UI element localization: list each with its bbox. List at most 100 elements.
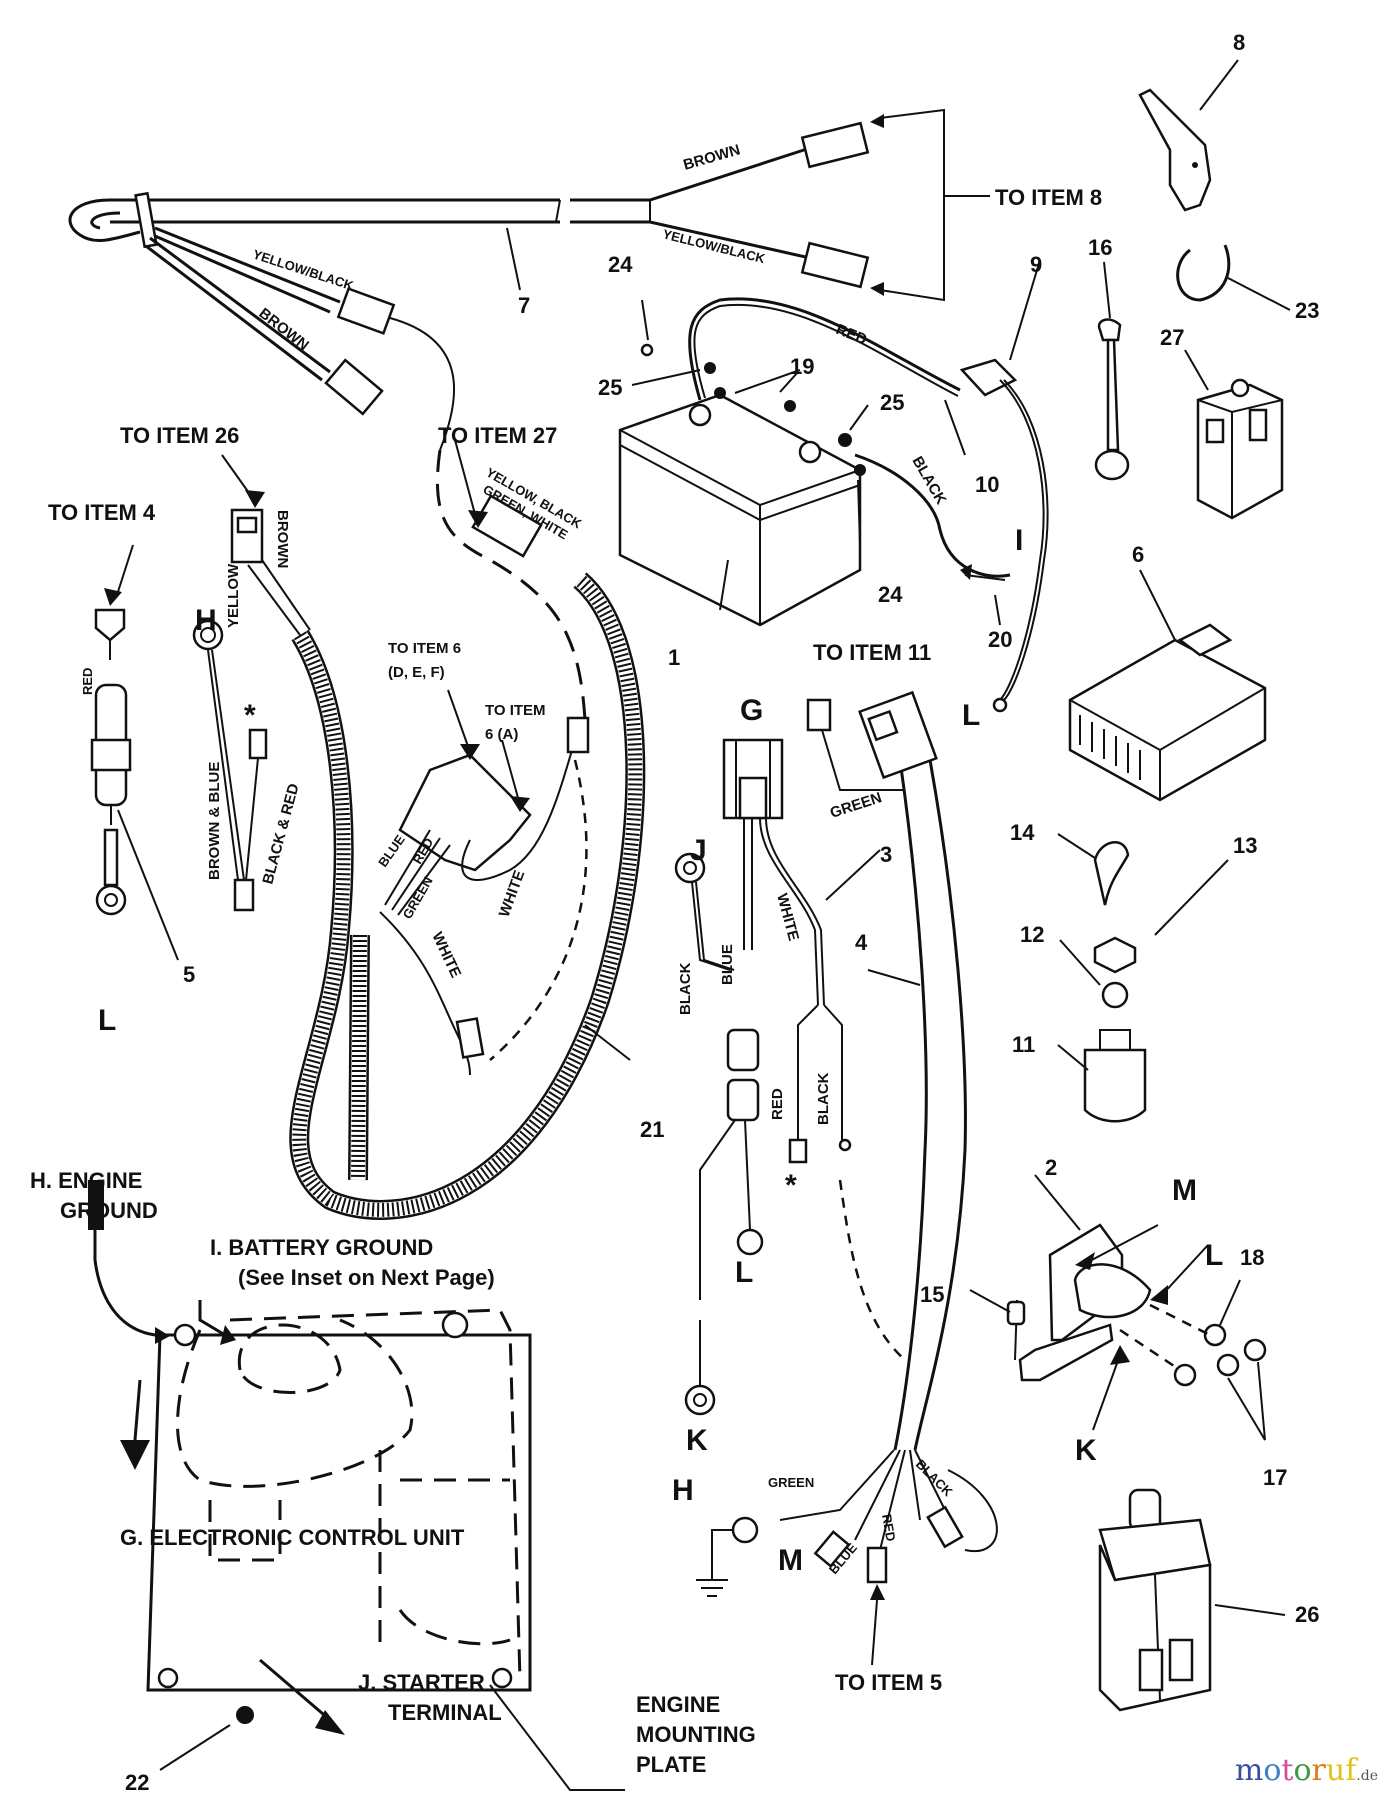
item-16-part	[1094, 261, 1130, 481]
terminal-l-battery: L	[962, 699, 980, 732]
item-number-3-label: 3	[880, 842, 892, 867]
wire-label-green-6: GREEN	[400, 874, 436, 922]
callout-to-item-5: TO ITEM 5	[835, 1670, 942, 1695]
wire-label-black-battery: BLACK	[909, 454, 950, 508]
item-number-1-label: 1	[668, 645, 680, 670]
terminal-g-connector: G	[740, 694, 763, 727]
watermark-letter: t	[1281, 1753, 1294, 1788]
item-26-switch	[1098, 1488, 1286, 1712]
item-number-5-label: 5	[183, 962, 195, 987]
inset-label-g-ecu: G. ELECTRONIC CONTROL UNIT	[120, 1525, 465, 1550]
item-number-14-label: 14	[1010, 820, 1035, 845]
wire-label-brown-26: BROWN	[274, 510, 291, 568]
item-number-18-label: 18	[1240, 1245, 1264, 1270]
item-number-24a-label: 24	[608, 252, 633, 277]
item-number-9-label: 9	[1030, 252, 1042, 277]
inset-label-plate-line3: PLATE	[636, 1752, 706, 1777]
callout-to-item-6-a-line2: 6 (A)	[485, 726, 518, 743]
item-number-12-label: 12	[1020, 922, 1044, 947]
inset-label-j-starter-line1: J. STARTER	[358, 1670, 485, 1695]
item-number-2-label: 2	[1045, 1155, 1057, 1180]
item-4-harness	[696, 690, 998, 1666]
watermark-letter: m	[1234, 1753, 1264, 1788]
wire-label-blue-6: BLUE	[375, 832, 408, 870]
wire-label-black-red: BLACK & RED	[259, 782, 302, 886]
wire-label-red-5: RED	[879, 1513, 899, 1543]
wire-label-black-4: BLACK	[913, 1457, 956, 1500]
item-number-24b-label: 24	[878, 582, 903, 607]
item-5-fuse-holder	[90, 544, 179, 961]
ignition-switch-assembly	[1057, 833, 1229, 1123]
terminal-m-connector: M	[778, 1544, 803, 1577]
inset-label-plate-line1: ENGINE	[636, 1692, 720, 1717]
item-8-bracket	[1138, 59, 1239, 212]
terminal-l-solenoid: L	[1205, 1239, 1223, 1272]
item-number-25b-label: 25	[880, 390, 904, 415]
terminal-m-solenoid: M	[1172, 1174, 1197, 1207]
wire-label-red-3: RED	[769, 1088, 786, 1120]
item-number-16-label: 16	[1088, 235, 1112, 260]
motoruf-watermark: motoruf.de	[1235, 1753, 1378, 1788]
callout-to-item-27: TO ITEM 27	[438, 423, 557, 448]
callout-to-item-11: TO ITEM 11	[813, 640, 931, 665]
asterisk-marker-2: *	[785, 1169, 797, 1202]
callout-to-item-26: TO ITEM 26	[120, 423, 239, 448]
item-number-26-label: 26	[1295, 1602, 1319, 1627]
watermark-letters: motoruf	[1235, 1753, 1356, 1788]
item-number-23-label: 23	[1295, 298, 1319, 323]
terminal-l-ring: L	[735, 1256, 753, 1289]
watermark-letter: r	[1311, 1753, 1326, 1788]
watermark-suffix: .de	[1356, 1768, 1378, 1784]
wire-label-black-3b: BLACK	[815, 1072, 832, 1125]
item-number-27-label: 27	[1160, 325, 1184, 350]
item-number-25a-label: 25	[598, 375, 622, 400]
callout-to-item-6-a-line1: TO ITEM	[485, 702, 546, 719]
wire-label-red-battery: RED	[834, 321, 870, 349]
watermark-letter: o	[1263, 1753, 1282, 1788]
terminal-k-ring: K	[686, 1424, 708, 1457]
inset-label-i-battery-line1: I. BATTERY GROUND	[210, 1235, 433, 1260]
wire-label-red-item5: RED	[80, 668, 95, 695]
wire-label-black-3a: BLACK	[677, 962, 694, 1015]
wire-label-yellow-black-top: YELLOW/BLACK	[661, 226, 767, 266]
item-number-10-label: 10	[975, 472, 999, 497]
item-21-harness	[192, 439, 646, 1220]
item-number-22-label: 22	[125, 1770, 149, 1795]
item-number-4-label: 4	[855, 930, 868, 955]
wire-label-brown-top: BROWN	[681, 141, 742, 173]
terminal-j-ring: J	[690, 834, 707, 867]
wire-label-green-11: GREEN	[828, 789, 884, 822]
wire-label-yellow-26: YELLOW	[225, 563, 242, 628]
item-number-11-label: 11	[1012, 1032, 1035, 1057]
item-number-21-label: 21	[640, 1117, 664, 1142]
item-number-8-label: 8	[1233, 30, 1245, 55]
item-number-19-label: 19	[790, 354, 814, 379]
terminal-l-left: L	[98, 1004, 116, 1037]
asterisk-marker-1: *	[244, 699, 256, 732]
wire-label-brown-blue: BROWN & BLUE	[206, 762, 223, 880]
wire-label-blue-3: BLUE	[719, 944, 736, 985]
item-number-6-label: 6	[1132, 542, 1144, 567]
wire-label-green-h: GREEN	[768, 1475, 814, 1490]
engine-mounting-plate-inset	[88, 1180, 625, 1791]
inset-label-plate-line2: MOUNTING	[636, 1722, 756, 1747]
callout-to-item-4: TO ITEM 4	[48, 500, 156, 525]
item-number-15-label: 15	[920, 1282, 944, 1307]
item-3-harness	[674, 738, 881, 1416]
inset-label-h-engine-line1: H. ENGINE	[30, 1168, 142, 1193]
item-1-battery	[618, 259, 1049, 713]
terminal-h-ground: H	[672, 1474, 694, 1507]
callout-to-item-6-def-line2: (D, E, F)	[388, 664, 445, 681]
item-number-20-label: 20	[988, 627, 1012, 652]
item-number-7-label: 7	[518, 293, 530, 318]
item-2-solenoid	[969, 1174, 1267, 1441]
watermark-letter: o	[1293, 1753, 1312, 1788]
item-7-harness	[68, 108, 990, 721]
item-6-connector	[1068, 569, 1267, 802]
wire-label-brown-left: BROWN	[256, 305, 312, 354]
inset-label-i-battery-line2: (See Inset on Next Page)	[238, 1265, 495, 1290]
wire-label-white-6a: WHITE	[496, 868, 529, 919]
inset-label-h-engine-line2: GROUND	[60, 1198, 158, 1223]
callout-to-item-6-def-line1: TO ITEM 6	[388, 640, 461, 657]
